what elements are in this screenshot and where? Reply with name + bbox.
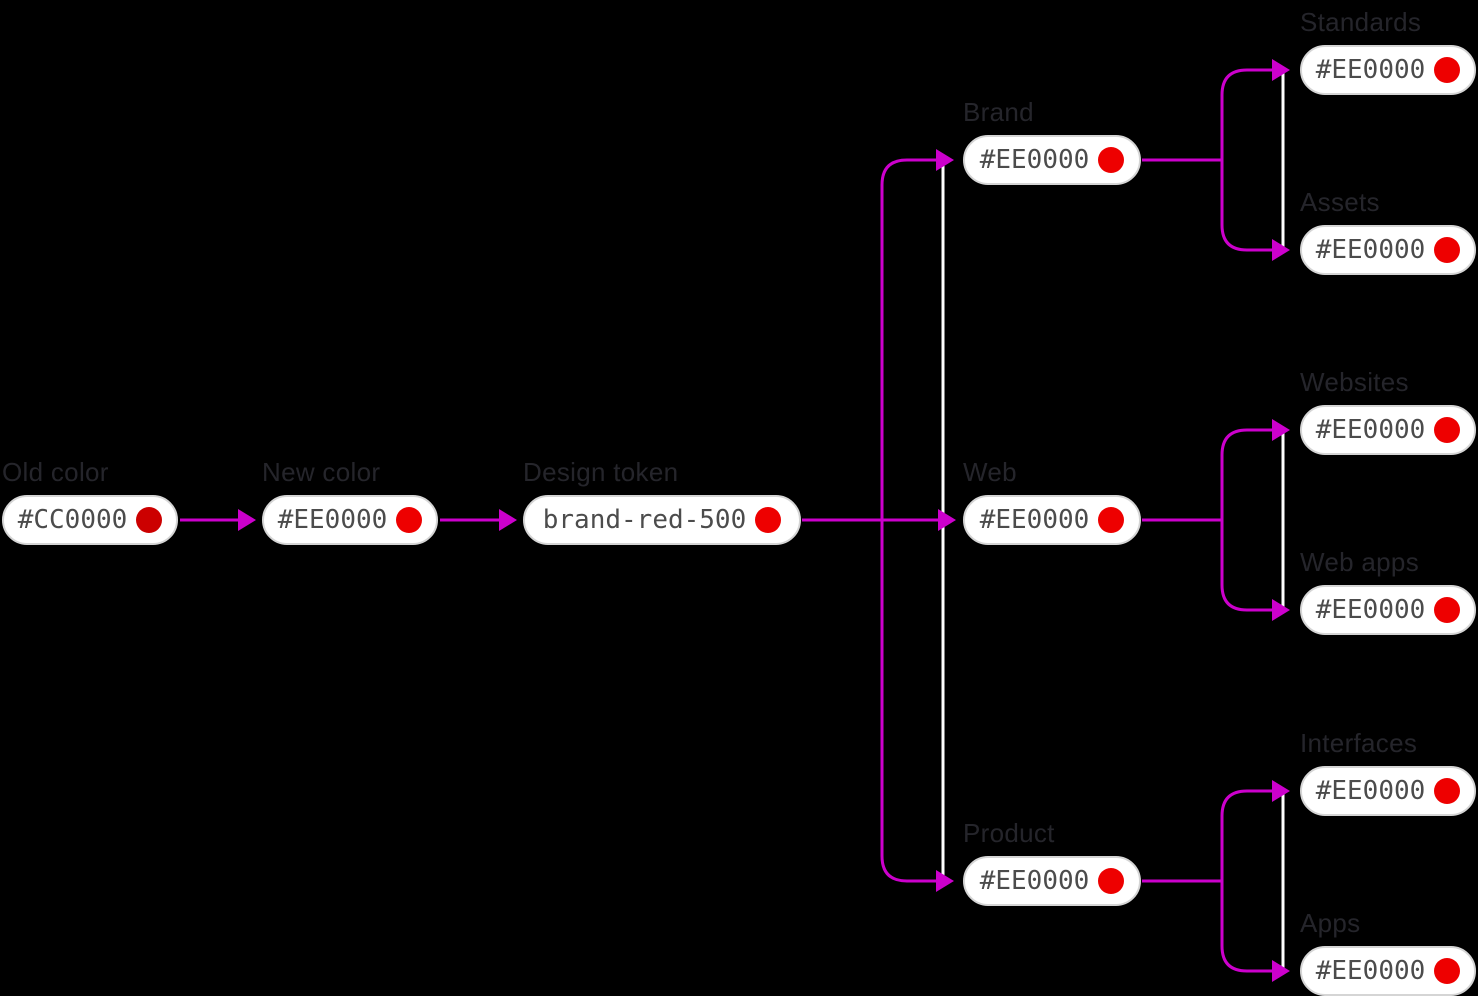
connector-web-children (1142, 419, 1290, 621)
node-label: Product (963, 818, 1055, 848)
node-web: Web #EE0000 (963, 457, 1141, 545)
node-label: Websites (1300, 367, 1409, 397)
color-swatch-dot (1098, 868, 1125, 894)
color-value: #EE0000 (1315, 776, 1426, 806)
node-new-color: New color #EE0000 (262, 457, 438, 545)
color-pill: #EE0000 (1300, 45, 1476, 95)
color-value: #EE0000 (277, 505, 388, 535)
node-product: Product #EE0000 (963, 818, 1141, 906)
color-value: #EE0000 (979, 145, 1090, 175)
node-label: Interfaces (1300, 728, 1418, 758)
color-swatch-dot (136, 507, 163, 533)
color-value: #EE0000 (1315, 55, 1426, 85)
node-label: Old color (2, 457, 109, 487)
color-pill: #EE0000 (963, 135, 1141, 185)
connector-token-to-brand (880, 149, 954, 520)
node-assets: Assets #EE0000 (1300, 187, 1476, 275)
color-pill: #EE0000 (963, 495, 1141, 545)
node-websites: Websites #EE0000 (1300, 367, 1476, 455)
node-label: Assets (1300, 187, 1380, 217)
token-value: brand-red-500 (542, 505, 747, 535)
color-swatch-dot (1434, 958, 1461, 984)
color-swatch-dot (1434, 417, 1461, 443)
color-value: #CC0000 (17, 505, 128, 535)
color-swatch-dot (1434, 597, 1461, 623)
node-label: New color (262, 457, 381, 487)
node-label: Web (963, 457, 1017, 487)
node-old-color: Old color #CC0000 (2, 457, 178, 545)
color-pill: #EE0000 (1300, 225, 1476, 275)
color-pill: #EE0000 (963, 856, 1141, 906)
token-pill: brand-red-500 (523, 495, 801, 545)
node-label: Standards (1300, 7, 1422, 37)
node-label: Web apps (1300, 547, 1419, 577)
color-pill: #EE0000 (1300, 766, 1476, 816)
color-swatch-dot (1098, 507, 1125, 533)
color-swatch-dot (755, 507, 782, 533)
color-value: #EE0000 (979, 505, 1090, 535)
arrow-token-to-web (802, 509, 956, 531)
color-pill: #CC0000 (2, 495, 178, 545)
node-label: Brand (963, 97, 1034, 127)
arrow-old-to-new (180, 509, 256, 531)
connector-token-to-product (880, 520, 954, 892)
arrow-new-to-token (440, 509, 517, 531)
node-interfaces: Interfaces #EE0000 (1300, 728, 1476, 816)
color-swatch-dot (396, 507, 423, 533)
connector-product-children (1142, 780, 1290, 982)
node-label: Design token (523, 457, 679, 487)
color-pill: #EE0000 (1300, 405, 1476, 455)
color-value: #EE0000 (1315, 956, 1426, 986)
color-value: #EE0000 (1315, 235, 1426, 265)
color-pill: #EE0000 (1300, 946, 1476, 996)
color-pill: #EE0000 (1300, 585, 1476, 635)
color-value: #EE0000 (1315, 595, 1426, 625)
node-label: Apps (1300, 908, 1361, 938)
node-apps: Apps #EE0000 (1300, 908, 1476, 996)
color-swatch-dot (1434, 57, 1461, 83)
color-swatch-dot (1098, 147, 1125, 173)
color-pill: #EE0000 (262, 495, 438, 545)
connector-brand-children (1142, 59, 1290, 261)
color-swatch-dot (1434, 237, 1461, 263)
node-design-token: Design token brand-red-500 (523, 457, 801, 545)
color-value: #EE0000 (1315, 415, 1426, 445)
color-swatch-dot (1434, 778, 1461, 804)
node-brand: Brand #EE0000 (963, 97, 1141, 185)
node-web-apps: Web apps #EE0000 (1300, 547, 1476, 635)
node-standards: Standards #EE0000 (1300, 7, 1476, 95)
color-value: #EE0000 (979, 866, 1090, 896)
